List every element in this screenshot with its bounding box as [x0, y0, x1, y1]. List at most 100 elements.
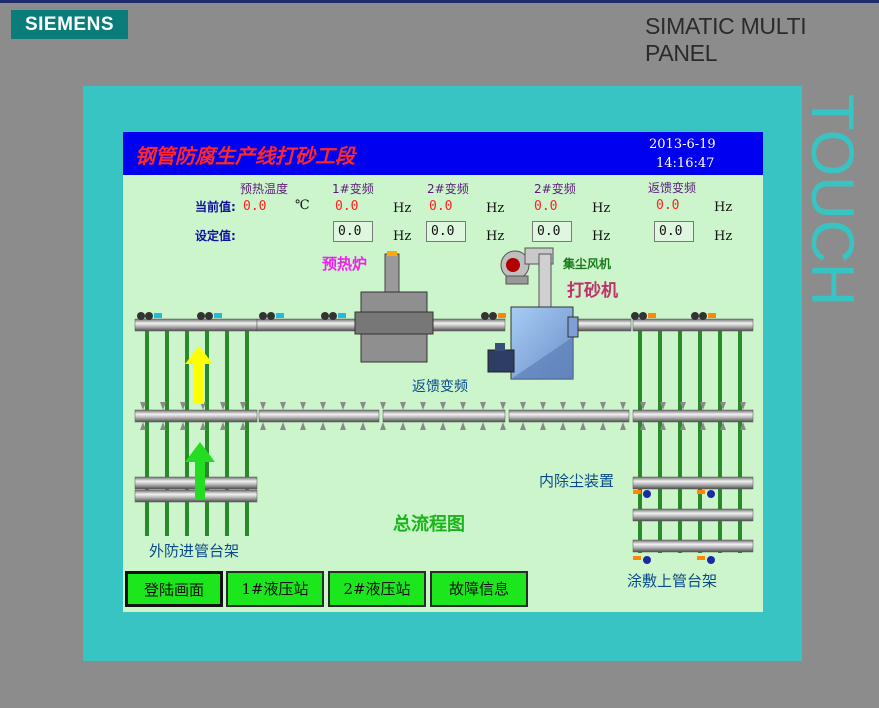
outer-rack-label: 外防进管台架: [149, 542, 240, 560]
transfer-mark: [420, 402, 426, 410]
transfer-mark: [640, 402, 646, 410]
transfer-mark: [440, 402, 446, 410]
hydraulic-station-1-button[interactable]: 1#液压站: [226, 571, 324, 607]
transfer-mark: [640, 422, 646, 430]
preheat-furnace: [354, 251, 434, 363]
transfer-mark: [340, 402, 346, 410]
dust-fan-icon: [500, 247, 554, 315]
fault-info-button[interactable]: 故障信息: [430, 571, 528, 607]
roller: [699, 312, 707, 320]
param-label-vfd2: 2#变频: [427, 182, 469, 196]
roller: [639, 312, 647, 320]
vfd2-setpoint-unit: Hz: [486, 229, 505, 244]
transfer-mark: [740, 422, 746, 430]
transfer-mark: [300, 402, 306, 410]
feedback-vfd-current: 0.0: [656, 198, 680, 213]
conveyor-pipe: [256, 318, 356, 332]
support-leg: [185, 328, 189, 536]
valve-icon: [707, 556, 715, 564]
sandblaster-label: 打砂机: [567, 281, 618, 301]
transfer-mark: [200, 422, 206, 430]
vfd2-setpoint-input[interactable]: 0.0: [426, 221, 466, 242]
inner-dust-removal-label: 内除尘装置: [539, 472, 615, 490]
support-leg: [225, 328, 229, 536]
transfer-mark: [680, 402, 686, 410]
valve-indicator: [697, 490, 705, 494]
transfer-mark: [460, 402, 466, 410]
transfer-mark: [280, 402, 286, 410]
transfer-mark: [580, 402, 586, 410]
roller: [489, 312, 497, 320]
transfer-mark: [240, 402, 246, 410]
transfer-mark: [580, 422, 586, 430]
transfer-mark: [480, 402, 486, 410]
transfer-mark: [700, 402, 706, 410]
preheat-furnace-label: 预热炉: [322, 255, 368, 273]
vfd1-setpoint-input[interactable]: 0.0: [333, 221, 373, 242]
transfer-mark: [500, 422, 506, 430]
transfer-mark: [320, 402, 326, 410]
transfer-mark: [720, 402, 726, 410]
valve-icon: [643, 556, 651, 564]
transfer-mark: [440, 422, 446, 430]
transfer-mark: [340, 422, 346, 430]
roller-indicator: [498, 313, 506, 318]
transfer-mark: [300, 422, 306, 430]
top-border: [0, 0, 879, 3]
conveyor-pipe: [632, 409, 754, 423]
transfer-mark: [280, 422, 286, 430]
celsius-unit: ℃: [295, 198, 310, 213]
siemens-logo: SIEMENS: [11, 10, 128, 39]
param-label-feedback-vfd: 返馈变频: [648, 181, 697, 195]
conveyor-pipe: [632, 318, 754, 332]
vfd1-setpoint-unit: Hz: [393, 229, 412, 244]
conveyor-pipe: [382, 409, 506, 423]
transfer-mark: [560, 422, 566, 430]
yellow-up-arrow: [185, 346, 213, 404]
transfer-mark: [460, 422, 466, 430]
transfer-mark: [480, 422, 486, 430]
touch-text: TOUCH: [804, 94, 866, 305]
conveyor-pipe: [632, 539, 754, 553]
dust-fan-label: 集尘风机: [563, 257, 612, 271]
transfer-mark: [260, 402, 266, 410]
login-screen-button[interactable]: 登陆画面: [125, 571, 223, 607]
transfer-mark: [320, 422, 326, 430]
transfer-mark: [500, 402, 506, 410]
transfer-mark: [620, 402, 626, 410]
transfer-mark: [360, 422, 366, 430]
roller-indicator: [708, 313, 716, 318]
setpoint-label: 设定值:: [195, 229, 236, 243]
transfer-mark: [740, 402, 746, 410]
transfer-mark: [520, 422, 526, 430]
valve-indicator: [697, 556, 705, 560]
roller: [631, 312, 639, 320]
transfer-mark: [160, 422, 166, 430]
transfer-mark: [380, 402, 386, 410]
roller: [197, 312, 205, 320]
support-leg: [205, 328, 209, 536]
transfer-mark: [380, 422, 386, 430]
transfer-mark: [720, 422, 726, 430]
transfer-mark: [220, 402, 226, 410]
transfer-mark: [140, 402, 146, 410]
valve-indicator: [633, 490, 641, 494]
time-display: 14:16:47: [656, 156, 715, 171]
support-leg: [165, 328, 169, 536]
screen-title: 钢管防腐生产线打砂工段: [135, 144, 355, 168]
param-label-preheat-temp: 预热温度: [240, 182, 289, 196]
hydraulic-station-2-button[interactable]: 2#液压站: [328, 571, 426, 607]
roller-indicator: [338, 313, 346, 318]
date-display: 2013-6-19: [649, 137, 716, 152]
roller: [145, 312, 153, 320]
transfer-mark: [400, 402, 406, 410]
conveyor-pipe: [632, 476, 754, 490]
vfd2b-setpoint-input[interactable]: 0.0: [532, 221, 572, 242]
feedback-vfd-setpoint-input[interactable]: 0.0: [654, 221, 694, 242]
title-bar: 钢管防腐生产线打砂工段 2013-6-19 14:16:47: [123, 132, 763, 175]
support-leg: [678, 328, 682, 553]
current-value-label: 当前值:: [195, 200, 236, 214]
transfer-mark: [680, 422, 686, 430]
feedback-vfd-current-unit: Hz: [714, 200, 733, 215]
transfer-mark: [620, 422, 626, 430]
